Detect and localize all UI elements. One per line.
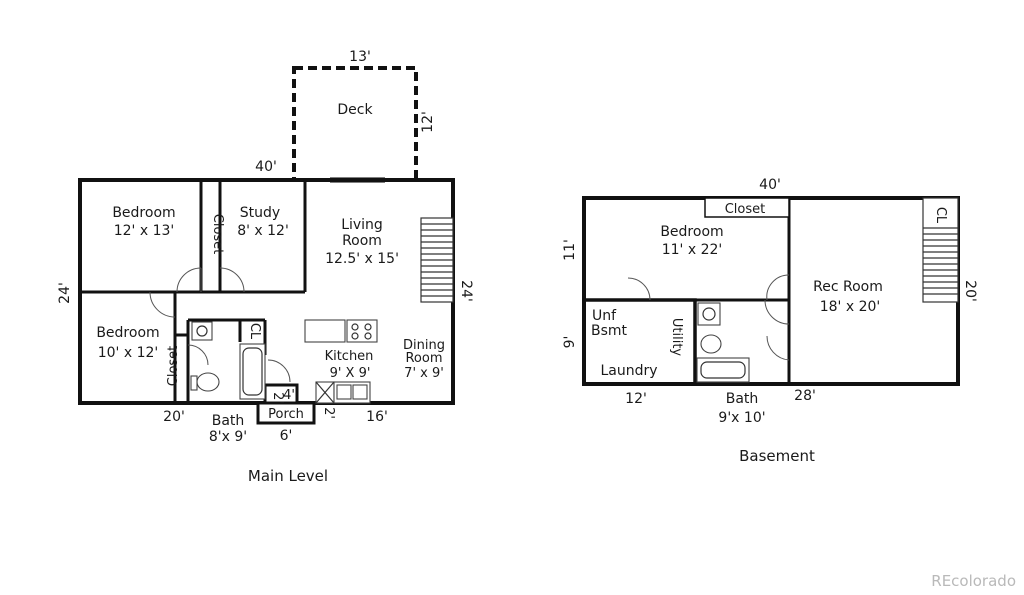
living-size: 12.5' x 15' bbox=[325, 251, 399, 267]
bath-sink-icon bbox=[191, 321, 213, 341]
basement-stairs bbox=[922, 197, 959, 303]
closet1-label: Closet bbox=[210, 214, 225, 255]
study-size: 8' x 12' bbox=[237, 223, 289, 239]
basement-bottom-left-dim: 12' bbox=[625, 391, 647, 407]
bedroom1-name: Bedroom bbox=[112, 205, 175, 221]
main-level-caption: Main Level bbox=[248, 467, 328, 485]
toilet-icon bbox=[196, 372, 220, 392]
closet2-label: Closet bbox=[166, 346, 181, 387]
utility-label: Utility bbox=[669, 318, 684, 357]
porch-dim-b: 4' bbox=[283, 388, 295, 403]
deck-depth-dim: 12' bbox=[420, 111, 436, 133]
watermark: REcolorado bbox=[931, 572, 1016, 590]
bedroom2-name: Bedroom bbox=[96, 325, 159, 341]
main-bath-name: Bath bbox=[212, 413, 245, 429]
bedroom2-size: 10' x 12' bbox=[98, 345, 159, 361]
bedroom1-size: 12' x 13' bbox=[114, 223, 175, 239]
basement-exterior-wall bbox=[582, 196, 960, 386]
main-bath-size: 8'x 9' bbox=[209, 429, 247, 445]
basement-closet-label: Closet bbox=[725, 202, 766, 217]
basement-closet-box bbox=[704, 197, 790, 218]
basement-left-upper-dim: 11' bbox=[562, 239, 578, 261]
main-level-plan bbox=[78, 66, 455, 425]
main-right-dim: 24' bbox=[458, 280, 474, 302]
main-bottom-right-dim: 16' bbox=[366, 409, 388, 425]
basement-caption: Basement bbox=[739, 447, 815, 465]
dining-name-2: Room bbox=[405, 351, 442, 366]
basement-bottom-right-dim: 28' bbox=[794, 388, 816, 404]
living-name-2: Room bbox=[342, 233, 382, 249]
basement-toilet-icon bbox=[700, 334, 722, 354]
basement-top-dim: 40' bbox=[759, 177, 781, 193]
deck-label: Deck bbox=[337, 102, 373, 118]
kitchen-size: 9' X 9' bbox=[330, 366, 371, 381]
porch-dim-a: 2' bbox=[270, 392, 285, 404]
deck-outline bbox=[292, 66, 418, 182]
basement-bedroom-name: Bedroom bbox=[660, 224, 723, 240]
kitchen-name: Kitchen bbox=[325, 349, 374, 364]
living-name-1: Living bbox=[341, 217, 383, 233]
laundry-label: Laundry bbox=[600, 363, 657, 379]
basement-bedroom-size: 11' x 22' bbox=[662, 242, 723, 258]
dining-size: 7' x 9' bbox=[404, 366, 444, 381]
main-bottom-left-dim: 20' bbox=[163, 409, 185, 425]
porch-dim-c: 2' bbox=[321, 407, 336, 419]
rec-room-size: 18' x 20' bbox=[820, 299, 881, 315]
basement-bath-name: Bath bbox=[726, 391, 759, 407]
porch-width-dim: 6' bbox=[280, 428, 293, 444]
basement-left-lower-dim: 9' bbox=[562, 336, 578, 349]
unf-label-2: Bsmt bbox=[591, 323, 628, 339]
basement-sink-icon bbox=[697, 302, 721, 326]
deck-width-dim: 13' bbox=[349, 49, 371, 65]
unf-label-1: Unf bbox=[592, 308, 617, 324]
basement-bath-size: 9'x 10' bbox=[718, 410, 765, 426]
dining-name-1: Dining bbox=[403, 338, 445, 353]
basement-right-dim: 20' bbox=[962, 280, 978, 302]
bath-cl-label: CL bbox=[247, 323, 262, 340]
stove-icon bbox=[346, 319, 378, 343]
bathtub-icon bbox=[239, 343, 266, 400]
porch-label: Porch bbox=[268, 407, 304, 422]
basement-cl-label: CL bbox=[933, 207, 948, 224]
rec-room-name: Rec Room bbox=[813, 279, 883, 295]
main-top-dim: 40' bbox=[255, 159, 277, 175]
basement-plan bbox=[582, 196, 960, 386]
main-left-dim: 24' bbox=[57, 282, 73, 304]
kitchen-island bbox=[304, 319, 346, 343]
unf-bsmt-room bbox=[582, 298, 697, 386]
study-name: Study bbox=[240, 205, 280, 221]
main-stairs bbox=[420, 217, 454, 303]
kitchen-sink-icon bbox=[336, 384, 352, 400]
